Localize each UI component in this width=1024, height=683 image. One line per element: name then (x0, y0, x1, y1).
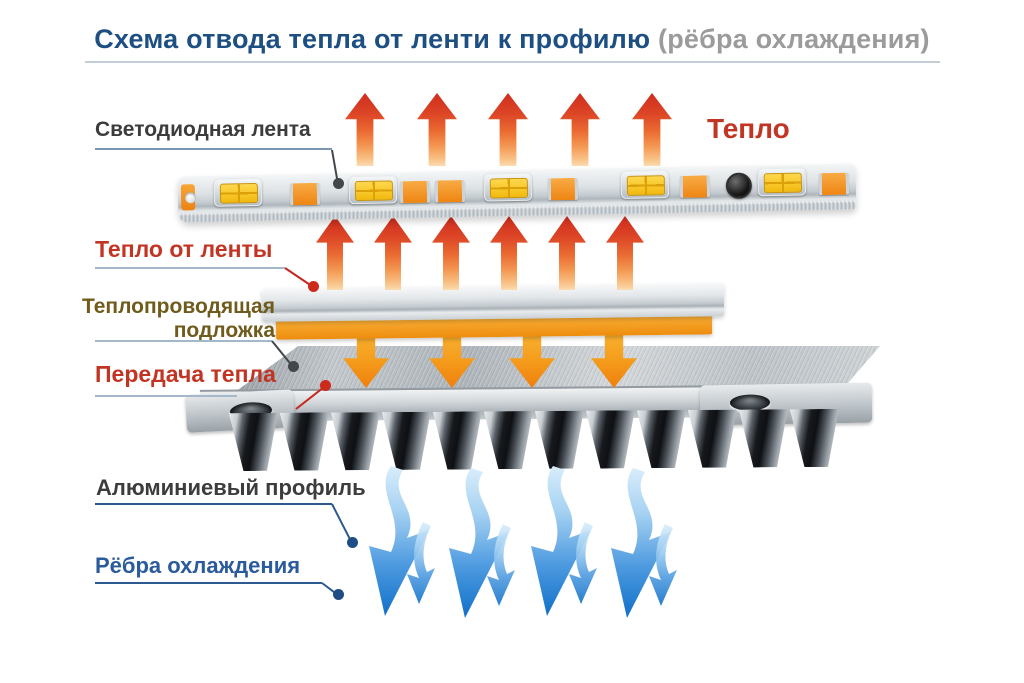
resistor (679, 175, 711, 198)
heatsink-fin (330, 412, 381, 470)
heat-up-arrow-icon (488, 93, 528, 166)
led-chip (757, 167, 807, 197)
cooling-arrow-icon (369, 466, 435, 616)
heat-up-arrow-icon (432, 216, 470, 290)
leader-line (95, 395, 237, 397)
led-chip (620, 170, 670, 200)
cooling-arrow-icon (531, 466, 597, 616)
heatsink-fin (228, 413, 279, 471)
cooling-arrows (369, 466, 677, 618)
resistor (547, 177, 579, 201)
leader-line (95, 267, 285, 269)
heat-up-arrow-icon (345, 93, 385, 166)
heatsink-fin (738, 409, 789, 467)
heatsink-fin (687, 410, 738, 468)
heat-up-arrow-icon (632, 93, 672, 166)
led-emitter (219, 182, 259, 204)
leader-line (95, 582, 322, 584)
leader-dot (347, 537, 358, 548)
heat-up-arrow-icon (374, 216, 412, 290)
label-heat-from-strip: Тепло от ленты (95, 236, 273, 262)
label-aluminum-profile: Алюминиевый профиль (96, 475, 366, 500)
led-emitter (354, 180, 394, 202)
heat-up-arrow-icon (548, 216, 586, 290)
heatsink-fin (381, 412, 432, 470)
page-title: Схема отвода тепла от ленти к профилю (р… (0, 24, 1024, 55)
resistor (289, 182, 321, 206)
heatsink-fin (534, 411, 585, 469)
leader-dot (333, 178, 344, 189)
label-substrate: Теплопроводящая подложка (81, 295, 275, 343)
heat-up-arrow-icon (490, 216, 528, 290)
led-emitter (763, 172, 803, 194)
leader-line (95, 148, 332, 150)
title-note-text: (рёбра охлаждения) (650, 24, 930, 54)
leader-line (95, 340, 272, 342)
led-emitter (489, 177, 529, 199)
cooling-arrow-icon (449, 468, 515, 618)
leader-dot (288, 361, 299, 372)
resistor (818, 172, 850, 196)
resistor (434, 180, 466, 203)
cooling-arrow-icon (611, 468, 677, 618)
heatsink-fin (636, 410, 687, 468)
heat-up-arrow-icon (606, 216, 644, 290)
title-main-text: Схема отвода тепла от ленти к профилю (94, 24, 651, 54)
heatsink-fin (585, 410, 636, 468)
round-component (725, 172, 753, 199)
heatsink-fin (432, 411, 483, 469)
heatsink-fin (483, 411, 534, 469)
leader-line (95, 503, 332, 505)
heat-up-arrow-icon (417, 93, 457, 166)
label-led-strip: Светодиодная лента (95, 118, 311, 141)
heatsink-fin (789, 409, 840, 467)
led-strip-front-edge (178, 200, 857, 223)
led-chip (213, 177, 263, 207)
leader-dot (333, 589, 344, 600)
leader-dot (308, 281, 319, 292)
title-divider (85, 61, 940, 63)
heat-up-arrow-icon (560, 93, 600, 166)
label-heat: Тепло (707, 113, 790, 144)
led-chip (483, 172, 533, 202)
label-cooling-fins: Рёбра охлаждения (95, 553, 301, 578)
heat-up-arrow-icon (316, 216, 354, 290)
led-chip (348, 175, 398, 205)
resistor (399, 180, 431, 204)
leader-dot (320, 380, 331, 391)
led-emitter (626, 175, 666, 196)
label-heat-transfer: Передача тепла (95, 361, 276, 387)
led-strip (177, 163, 857, 223)
heatsink-fin (279, 412, 330, 470)
